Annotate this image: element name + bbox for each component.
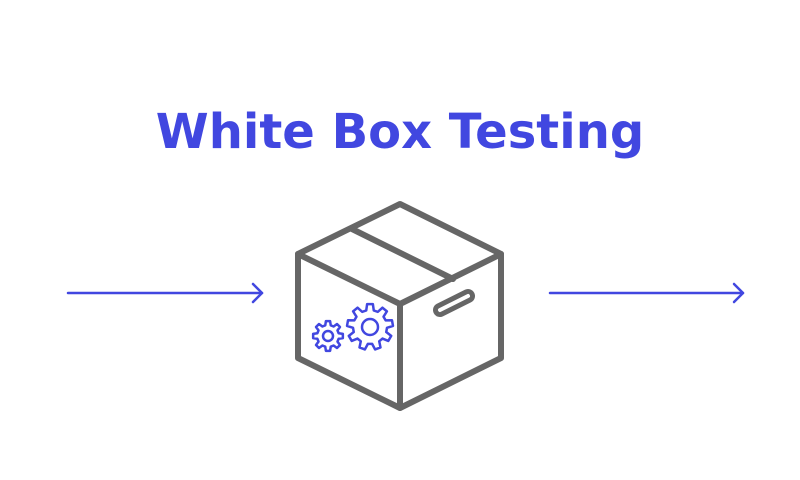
- gear-big-hub: [360, 317, 380, 337]
- gear-big-teeth: [345, 302, 395, 351]
- large-gear: [345, 302, 395, 351]
- input-arrow-icon: [66, 282, 264, 304]
- diagram-title: White Box Testing: [155, 104, 645, 160]
- box-icon: [295, 201, 504, 411]
- box-handle-cutout: [438, 294, 470, 312]
- small-gear: [311, 319, 345, 353]
- gear-small-teeth: [311, 319, 345, 353]
- gears-icon: [311, 302, 395, 353]
- gear-small-hub: [321, 329, 335, 343]
- output-arrow-icon: [548, 282, 745, 304]
